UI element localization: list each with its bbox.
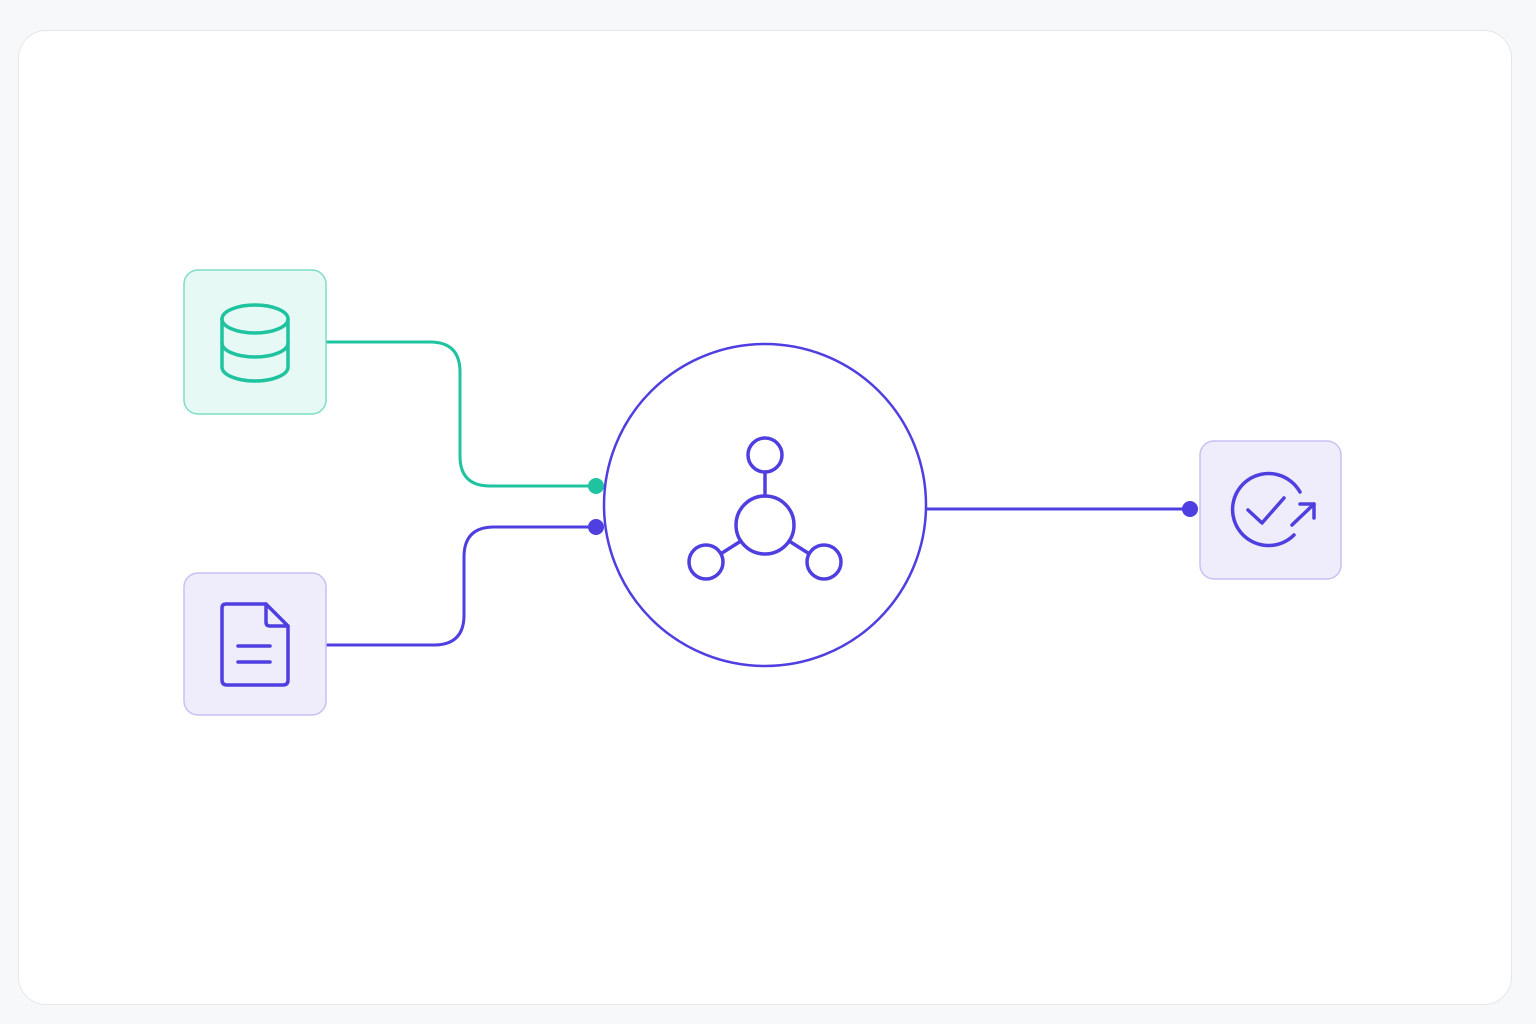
check-circle-arrow-icon	[1230, 471, 1316, 548]
database-source-node[interactable]	[183, 269, 327, 415]
connector-dot-output	[1182, 501, 1198, 517]
connector-document-to-hub	[326, 525, 596, 647]
document-icon	[220, 602, 290, 687]
database-icon	[220, 303, 290, 383]
document-source-node[interactable]	[183, 572, 327, 716]
output-node[interactable]	[1199, 440, 1342, 580]
connector-dot-document	[588, 519, 604, 535]
hub-node[interactable]	[602, 342, 928, 668]
connector-dot-database	[588, 478, 604, 494]
connector-database-to-hub	[326, 340, 596, 488]
network-hub-icon	[687, 436, 843, 581]
